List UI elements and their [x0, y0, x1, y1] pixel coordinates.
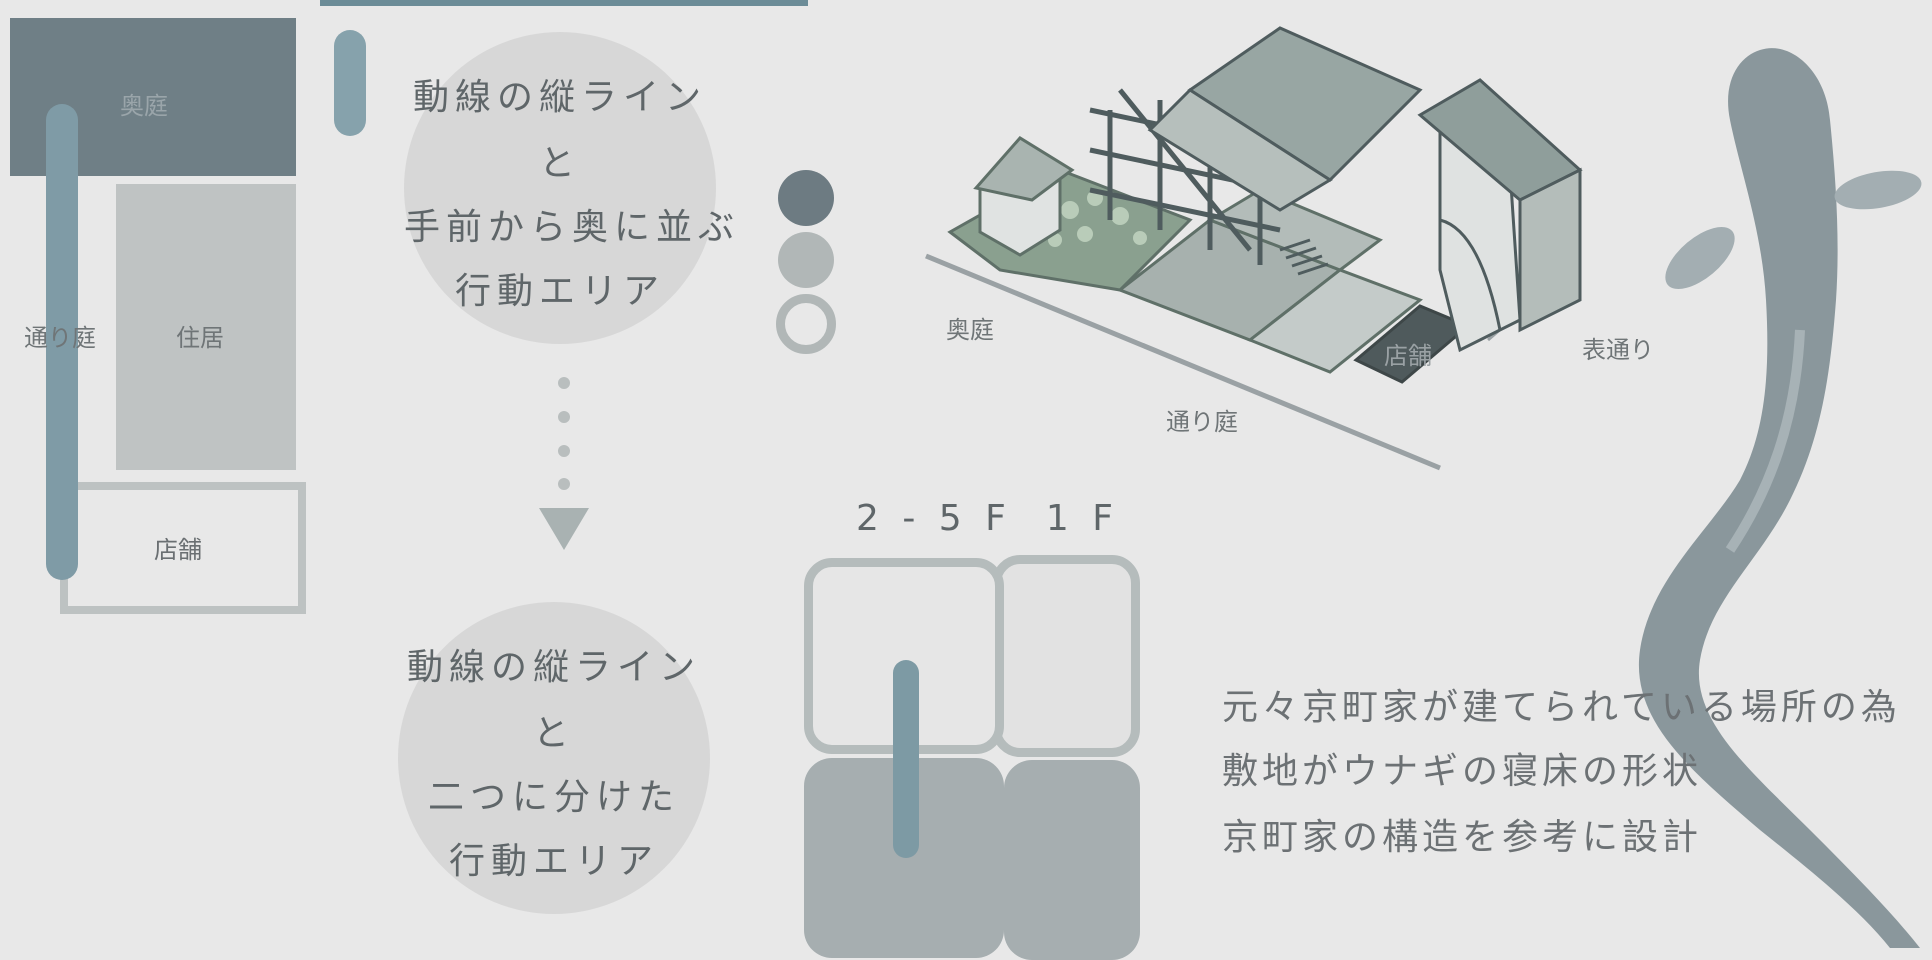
description-line-3: 京町家の構造を参考に設計: [1222, 817, 1703, 858]
concept-bottom-line-3: 二つに分けた: [427, 777, 680, 818]
legend-dark-circle-icon: [778, 170, 834, 226]
plan-tenpo-label: 店舗: [154, 536, 202, 564]
iso-okuniwa-label: 奥庭: [946, 316, 994, 344]
circulation-legend-bar: [334, 30, 366, 136]
plan-jukyo-label: 住居: [176, 324, 224, 352]
legend-ring-icon: [776, 294, 836, 354]
description-line-1: 元々京町家が建てられている場所の為: [1222, 687, 1901, 728]
iso-tenpo-label: 店舗: [1384, 342, 1432, 370]
flow-dot: [558, 478, 570, 490]
flow-dot: [558, 377, 570, 389]
iso-omote-dori-label: 表通り: [1582, 336, 1654, 364]
concept-circle-top: 動線の縦ライン と 手前から奥に並ぶ 行動エリア: [404, 32, 741, 344]
floor-lower-label: 1 F: [1045, 498, 1119, 539]
floor-labels: 2 - 5 F 1 F: [856, 498, 1119, 539]
description-line-2: 敷地がウナギの寝床の形状: [1222, 751, 1703, 792]
legend-light-circle-icon: [778, 232, 834, 288]
concept-bottom-line-1: 動線の縦ライン: [406, 647, 701, 688]
eel-silhouette-icon: [1638, 48, 1922, 948]
plan-circulation-bar: [46, 104, 78, 580]
plan-okuniwa-label: 奥庭: [120, 92, 168, 120]
concept-top-line-4: 行動エリア: [454, 271, 665, 312]
floor-circulation-bar: [893, 660, 919, 858]
iso-toriniwa-label: 通り庭: [1166, 408, 1238, 436]
down-arrow-icon: [539, 508, 589, 550]
top-accent-line: [320, 0, 808, 6]
concept-top-line-2: と: [538, 143, 581, 184]
plan-jukyo-block: [116, 184, 296, 470]
concept-circle-bottom: 動線の縦ライン と 二つに分けた 行動エリア: [398, 602, 710, 914]
flow-dot: [558, 445, 570, 457]
floor-upper-label: 2 - 5 F: [856, 498, 1012, 539]
floor-1f-upper-block: [992, 555, 1140, 757]
isometric-machiya-illustration: [925, 26, 1583, 471]
concept-top-line-1: 動線の縦ライン: [412, 77, 707, 118]
concept-bottom-line-4: 行動エリア: [448, 841, 659, 882]
flow-dot: [558, 411, 570, 423]
concept-bottom-line-2: と: [532, 713, 575, 754]
plan-toriniwa-label: 通り庭: [24, 324, 96, 352]
floor-1f-lower-block: [1004, 760, 1140, 960]
concept-top-line-3: 手前から奥に並ぶ: [404, 207, 741, 248]
